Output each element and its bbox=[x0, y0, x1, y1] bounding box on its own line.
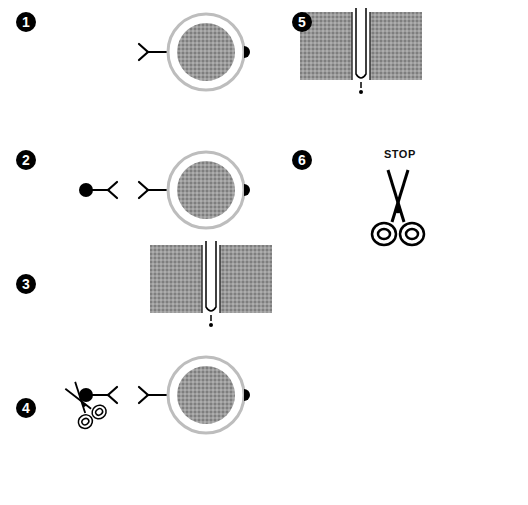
callout-text: 5 bbox=[298, 15, 306, 29]
callout-number: 2 bbox=[16, 150, 36, 170]
callout-text: 6 bbox=[298, 153, 306, 167]
callout-number: 4 bbox=[16, 398, 36, 418]
callout-text: 1 bbox=[22, 15, 30, 29]
callout-text: 3 bbox=[22, 277, 30, 291]
callout-text: 2 bbox=[22, 153, 30, 167]
callout-number: 1 bbox=[16, 12, 36, 32]
callout-number: 3 bbox=[16, 274, 36, 294]
callout-text: 4 bbox=[22, 401, 30, 415]
callout-number: 6 bbox=[292, 150, 312, 170]
callout-number: 5 bbox=[292, 12, 312, 32]
stop-label: STOP bbox=[384, 148, 416, 160]
